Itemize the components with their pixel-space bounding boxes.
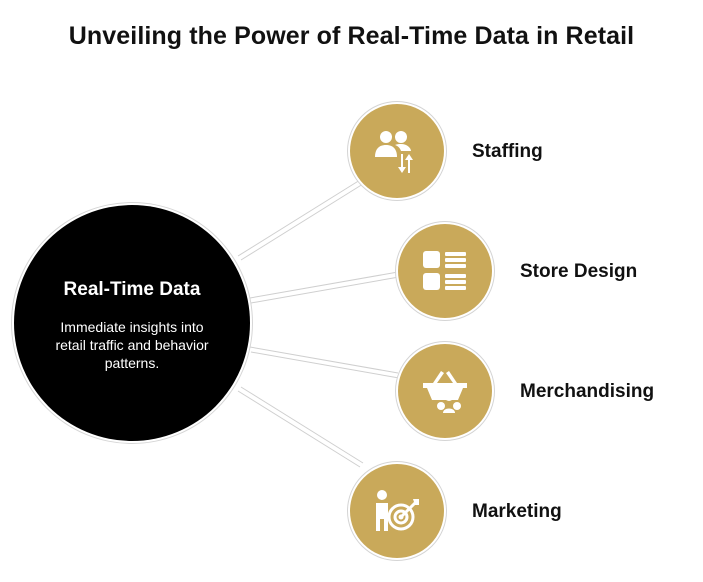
connector-marketing (237, 390, 361, 468)
hub-circle: Real-Time Data Immediate insights into r… (14, 205, 250, 441)
basket-icon (423, 371, 467, 413)
label-merchandising: Merchandising (520, 381, 655, 402)
node-merchandising (398, 344, 492, 438)
target-person-icon (376, 490, 419, 531)
connector-staffing (237, 179, 361, 257)
hub-title: Real-Time Data (63, 279, 201, 300)
hub-description: Immediate insights into retail traffic a… (55, 319, 209, 371)
node-staffing (350, 104, 444, 198)
label-marketing: Marketing (472, 501, 562, 522)
connector-store-design (249, 271, 399, 299)
node-marketing (350, 464, 444, 558)
page-title: Unveiling the Power of Real-Time Data in… (68, 22, 635, 50)
label-store-design: Store Design (520, 261, 638, 282)
connector-merchandising (249, 346, 399, 374)
node-store-design (398, 224, 492, 318)
layout-icon (423, 251, 466, 290)
staff-transfer-icon (375, 131, 413, 173)
label-staffing: Staffing (472, 141, 543, 162)
